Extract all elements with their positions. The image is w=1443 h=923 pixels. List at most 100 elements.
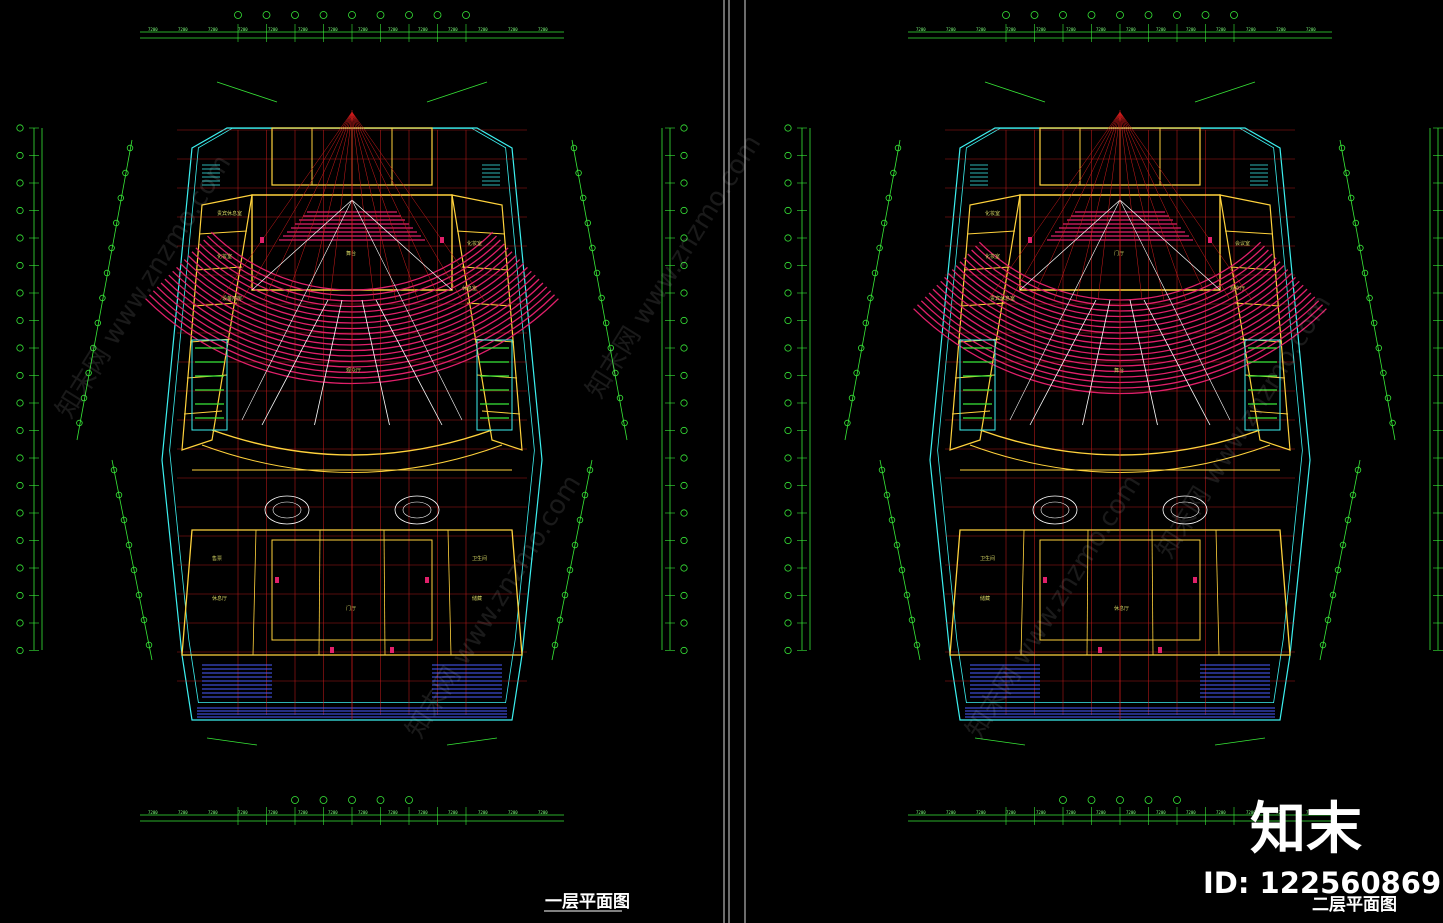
axis-bubble: [680, 206, 688, 215]
room-wall: [1151, 529, 1154, 656]
axis-bubble: [1380, 369, 1387, 377]
axis-bubble: [551, 641, 559, 649]
dimension-text: 7200: [1126, 810, 1136, 815]
room-label: 化妆室: [985, 253, 1000, 260]
dimension-text: 7200: [238, 27, 248, 32]
dimension-text: 7200: [1006, 810, 1016, 815]
axis-bubble: [1329, 591, 1337, 599]
central-hall: [271, 539, 433, 641]
axis-bubble: [784, 399, 792, 407]
room-wall: [963, 266, 1011, 271]
axis-bubble: [680, 371, 688, 380]
axis-bubble: [16, 646, 24, 655]
axis-bubble: [680, 179, 688, 187]
dimension-text: 7200: [946, 27, 956, 32]
sight-line: [1119, 111, 1253, 301]
axis-bubble: [115, 491, 123, 499]
dimension-line: [1319, 459, 1361, 661]
axis-bubble: [1144, 11, 1153, 19]
axis-bubble: [680, 564, 688, 572]
axis-bubble: [1384, 394, 1392, 402]
room-wall: [1215, 529, 1220, 656]
room-label: 化妆室: [467, 240, 482, 247]
axis-bubble: [1116, 796, 1124, 804]
axis-bubble: [130, 566, 138, 574]
axis-bubble: [784, 344, 792, 352]
sight-line: [251, 199, 353, 291]
building-outline-inner: [169, 127, 535, 703]
toilet-block: [476, 339, 513, 431]
axis-bubble: [262, 11, 271, 19]
axis-bubble: [16, 371, 24, 380]
axis-bubble: [612, 369, 619, 377]
room-label: 储藏: [980, 595, 990, 602]
axis-bubble: [16, 151, 24, 160]
axis-bubble: [784, 591, 792, 600]
dimension-line: [551, 459, 593, 661]
room-wall: [318, 529, 321, 656]
axis-bubble: [680, 344, 688, 352]
side-rooms: [451, 194, 523, 451]
dimension-line: [426, 81, 488, 103]
room-label: 门厅: [1114, 250, 1124, 257]
sight-line: [329, 111, 353, 301]
dimension-text: 7200: [418, 810, 428, 815]
axis-bubble: [784, 371, 792, 380]
sight-line: [241, 111, 353, 301]
axis-bubble: [76, 419, 83, 427]
aisle-line: [361, 299, 390, 426]
axis-bubble: [607, 344, 614, 352]
dimension-text: 7200: [916, 27, 926, 32]
axis-bubble: [1354, 466, 1362, 474]
dimension-text: 7200: [1066, 810, 1076, 815]
dimension-line: [111, 459, 153, 661]
axis-bubble: [680, 591, 688, 600]
dimension-text: 7200: [148, 27, 158, 32]
axis-bubble: [680, 646, 688, 655]
axis-bubble: [348, 11, 356, 19]
room-wall: [183, 410, 223, 415]
axis-bubble: [16, 234, 24, 242]
aisle-line: [261, 299, 329, 426]
axis-bubble: [1338, 144, 1346, 152]
room-wall: [1229, 266, 1277, 271]
sight-line: [285, 111, 353, 301]
axis-bubble: [1347, 194, 1355, 202]
axis-bubble: [903, 591, 911, 599]
sheet-title-left: 一层平面图: [545, 892, 630, 912]
room-wall: [198, 230, 248, 235]
sight-line: [1053, 111, 1121, 301]
room-label: 售票: [212, 555, 222, 562]
dimension-text: 7200: [388, 27, 398, 32]
axis-bubble: [1366, 294, 1373, 302]
axis-bubble: [120, 516, 128, 524]
axis-bubble: [1116, 11, 1124, 19]
sight-line: [351, 111, 419, 301]
dimension-text: 7200: [298, 27, 308, 32]
room-label: 储藏: [472, 595, 482, 602]
aisle-line: [1082, 299, 1111, 426]
dimension-text: 7200: [1246, 810, 1256, 815]
backstage-rooms: [1039, 127, 1201, 186]
aisle-line: [375, 299, 443, 426]
dimension-text: 7200: [1036, 27, 1046, 32]
door-marker: [1028, 237, 1032, 243]
axis-bubble: [680, 536, 688, 545]
sheet-title-right: 二层平面图: [1312, 895, 1397, 915]
room-wall: [383, 529, 386, 656]
axis-bubble: [80, 394, 88, 402]
dimension-text: 7200: [1216, 810, 1226, 815]
dimension-text: 7200: [1096, 27, 1106, 32]
dimension-text: 7200: [1246, 27, 1256, 32]
curved-stair: [402, 501, 432, 519]
axis-bubble: [871, 269, 879, 277]
axis-bubble: [1357, 244, 1364, 252]
axis-bubble: [16, 509, 24, 517]
axis-bubble: [862, 319, 869, 327]
watermark-logo: 知末: [1250, 797, 1362, 862]
aisle-line: [1029, 299, 1097, 426]
axis-bubble: [16, 591, 24, 600]
dimension-text: 7200: [1036, 810, 1046, 815]
axis-bubble: [1173, 796, 1181, 804]
